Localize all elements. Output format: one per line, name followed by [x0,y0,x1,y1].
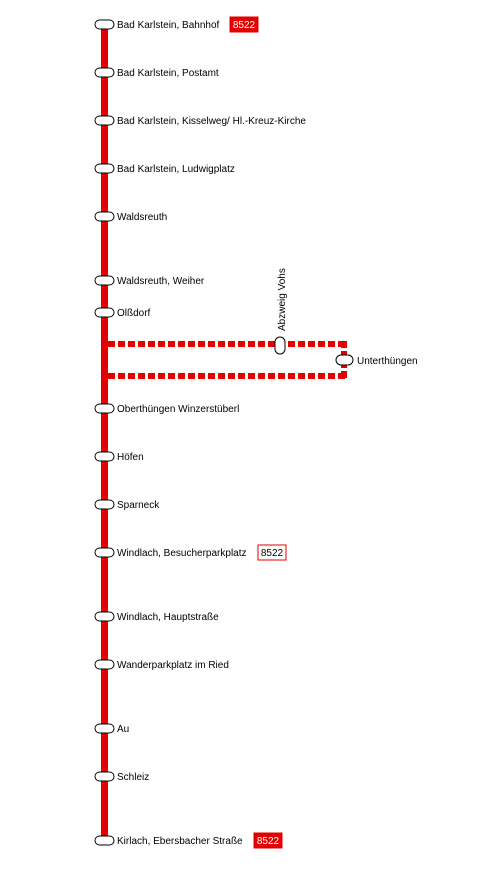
stop-label: Bad Karlstein, Ludwigplatz [117,164,235,175]
stop-marker [94,275,115,286]
stop-marker [94,723,115,734]
stop-label: Bad Karlstein, Bahnhof [117,20,220,31]
stop-label: Höfen [117,452,144,463]
line-badge [257,544,287,561]
stop-marker [94,211,115,222]
stop-marker [94,403,115,414]
stop: Kirlach, Ebersbacher Straße 8522 [94,832,283,849]
stop-label: Olßdorf [117,308,151,319]
stop-marker [94,659,115,670]
stop: Olßdorf [94,307,151,319]
stop-label: Schleiz [117,772,149,783]
stop: Schleiz [94,771,149,783]
stop: Au [94,723,129,735]
stop-label: Waldsreuth, Weiher [117,276,205,287]
stop: Oberthüngen Winzerstüberl [94,403,239,415]
stop-marker-abzweig-vohs [274,336,286,355]
stop-marker [94,19,115,30]
line-badge-label: 8522 [261,548,284,559]
stop-marker [94,115,115,126]
stop-label: Bad Karlstein, Kisselweg/ Hl.-Kreuz-Kirc… [117,116,306,127]
stop-marker [94,67,115,78]
line-badge-label: 8522 [233,20,256,31]
stop: Bad Karlstein, Bahnhof 8522 [94,16,259,33]
line-badge-label: 8522 [257,836,280,847]
stop-marker [94,163,115,174]
stop: Bad Karlstein, Ludwigplatz [94,163,235,175]
stop-marker [94,771,115,782]
stop: Waldsreuth, Weiher [94,275,205,287]
stop-marker [94,835,115,846]
stop-marker [94,499,115,510]
stop-label: Kirlach, Ebersbacher Straße [117,836,243,847]
branch-via-label: Abzweig Vohs [277,268,288,331]
line-badge [253,832,283,849]
stop-label: Bad Karlstein, Postamt [117,68,219,79]
stop: Bad Karlstein, Postamt [94,67,219,79]
stop: Waldsreuth [94,211,167,223]
stop-label: Waldsreuth [117,212,167,223]
stop-label: Wanderparkplatz im Ried [117,660,229,671]
stop-marker [94,307,115,318]
stop: Wanderparkplatz im Ried [94,659,229,671]
branch-line [108,341,347,379]
stop: Höfen [94,451,144,463]
stop: Windlach, Besucherparkplatz 8522 [94,544,287,561]
stop-marker [94,547,115,558]
main-line [101,23,108,841]
stop: Bad Karlstein, Kisselweg/ Hl.-Kreuz-Kirc… [94,115,306,127]
branch-terminus-label: Unterthüngen [357,356,418,367]
stop: Sparneck [94,499,160,511]
stop-marker [94,611,115,622]
stop-label: Oberthüngen Winzerstüberl [117,404,239,415]
stop: Windlach, Hauptstraße [94,611,219,623]
stop-label: Sparneck [117,500,160,511]
stop-label: Windlach, Besucherparkplatz [117,548,247,559]
stop-marker [94,451,115,462]
line-badge [229,16,259,33]
stop-marker-unterthuengen [335,354,354,366]
stop-label: Au [117,724,129,735]
stop-label: Windlach, Hauptstraße [117,612,219,623]
